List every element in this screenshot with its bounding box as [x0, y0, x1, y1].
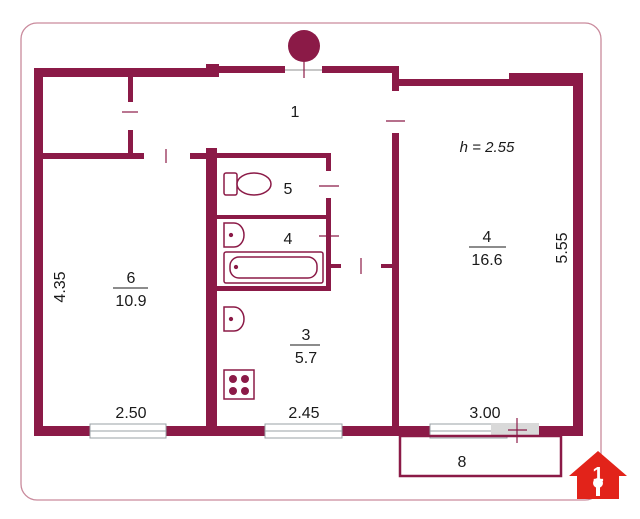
doors: [128, 64, 400, 269]
plan-frame: [20, 22, 602, 501]
dim-right-height: 5.55: [554, 232, 571, 263]
room-6-area: 10.9: [115, 293, 146, 310]
dim-left-height: 4.35: [52, 271, 69, 302]
stove-icon: [223, 369, 255, 400]
bathtub-icon: [223, 251, 324, 284]
room-3-area: 5.7: [295, 350, 317, 367]
dim-room4-width: 3.00: [469, 405, 500, 422]
room-6-number: 6: [127, 270, 136, 287]
room-4-bath-number: 4: [284, 231, 293, 248]
sink-icon: [223, 222, 245, 248]
room-3-number: 3: [302, 327, 311, 344]
room-5-number: 5: [284, 181, 293, 198]
walls: [34, 64, 583, 436]
room-4-area: 16.6: [471, 252, 502, 269]
house-key-icon: 1: [569, 451, 627, 499]
dim-room6-width: 2.50: [115, 405, 146, 422]
entry-marker-icon: [288, 30, 320, 62]
toilet-icon: [223, 172, 272, 196]
room-1-number: 1: [291, 104, 300, 121]
room-4-number: 4: [483, 229, 492, 246]
ceiling-height: h = 2.55: [460, 139, 515, 156]
sink-icon: [223, 306, 245, 332]
logo-number: 1: [592, 464, 603, 486]
balcony: [398, 434, 563, 478]
dim-kitchen-width: 2.45: [288, 405, 319, 422]
door-marks: [122, 62, 405, 274]
balcony-number: 8: [458, 454, 467, 471]
windows: [89, 418, 539, 443]
